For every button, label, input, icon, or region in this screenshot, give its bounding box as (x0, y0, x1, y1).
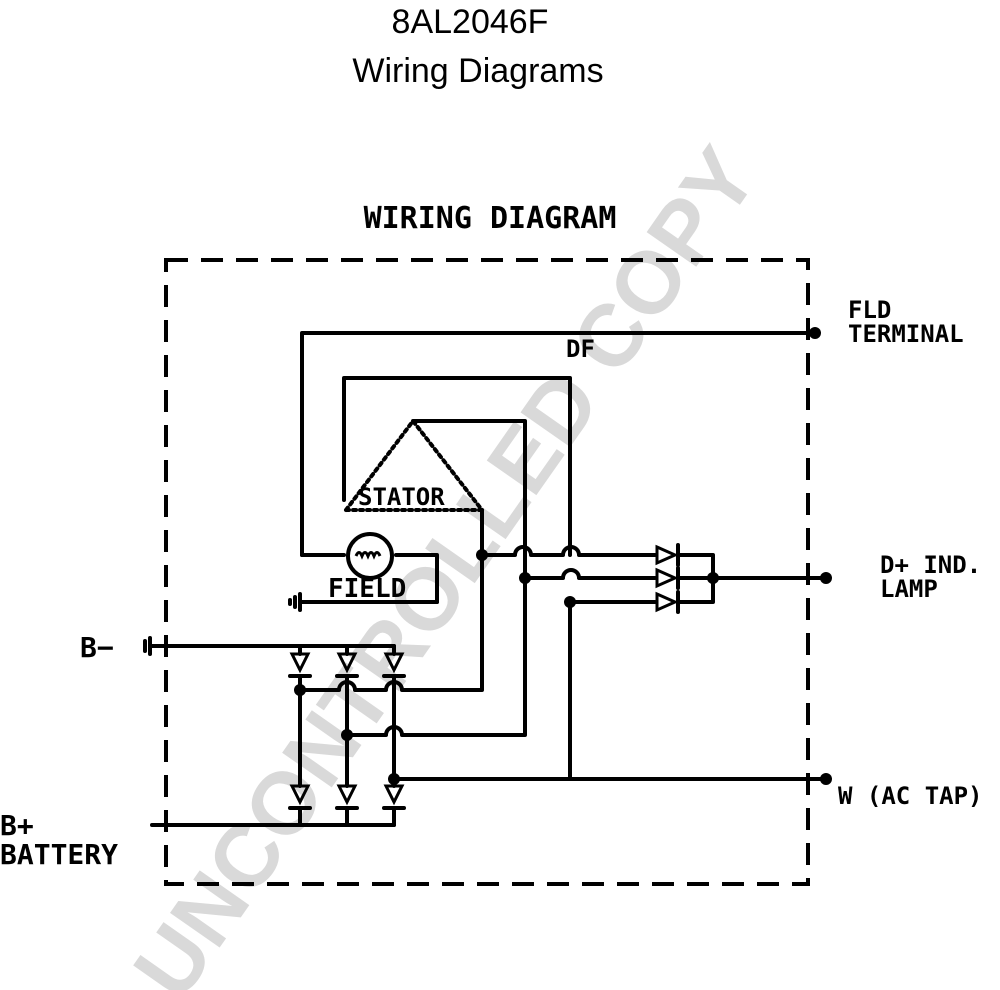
b-plus-label: B+ (0, 809, 34, 842)
fld-label: FLD (848, 296, 891, 324)
stator-winding (344, 419, 527, 580)
page-subtitle: Wiring Diagrams (352, 52, 603, 90)
b-minus-rail (143, 636, 396, 656)
diode-trio (655, 543, 832, 614)
field-label: FIELD (328, 574, 406, 604)
part-number: 8AL2046F (392, 3, 549, 41)
battery-label: BATTERY (0, 838, 118, 871)
stator-label: STATOR (358, 483, 445, 511)
w-ac-tap (568, 773, 832, 785)
b-minus-label: B− (80, 631, 114, 664)
fld-circuit (300, 327, 821, 604)
df-label: DF (566, 335, 595, 363)
ground-icon (288, 592, 302, 612)
diagram-title: WIRING DIAGRAM (364, 201, 617, 236)
d-plus-label: D+ IND. (880, 551, 981, 579)
lamp-label: LAMP (880, 575, 938, 603)
w-ac-tap-label: W (AC TAP) (838, 782, 983, 810)
phase-lines (476, 545, 657, 608)
field-coil (298, 532, 439, 604)
terminal-label: TERMINAL (848, 320, 964, 348)
alternator-enclosure (164, 258, 810, 886)
df-loop (342, 376, 572, 557)
